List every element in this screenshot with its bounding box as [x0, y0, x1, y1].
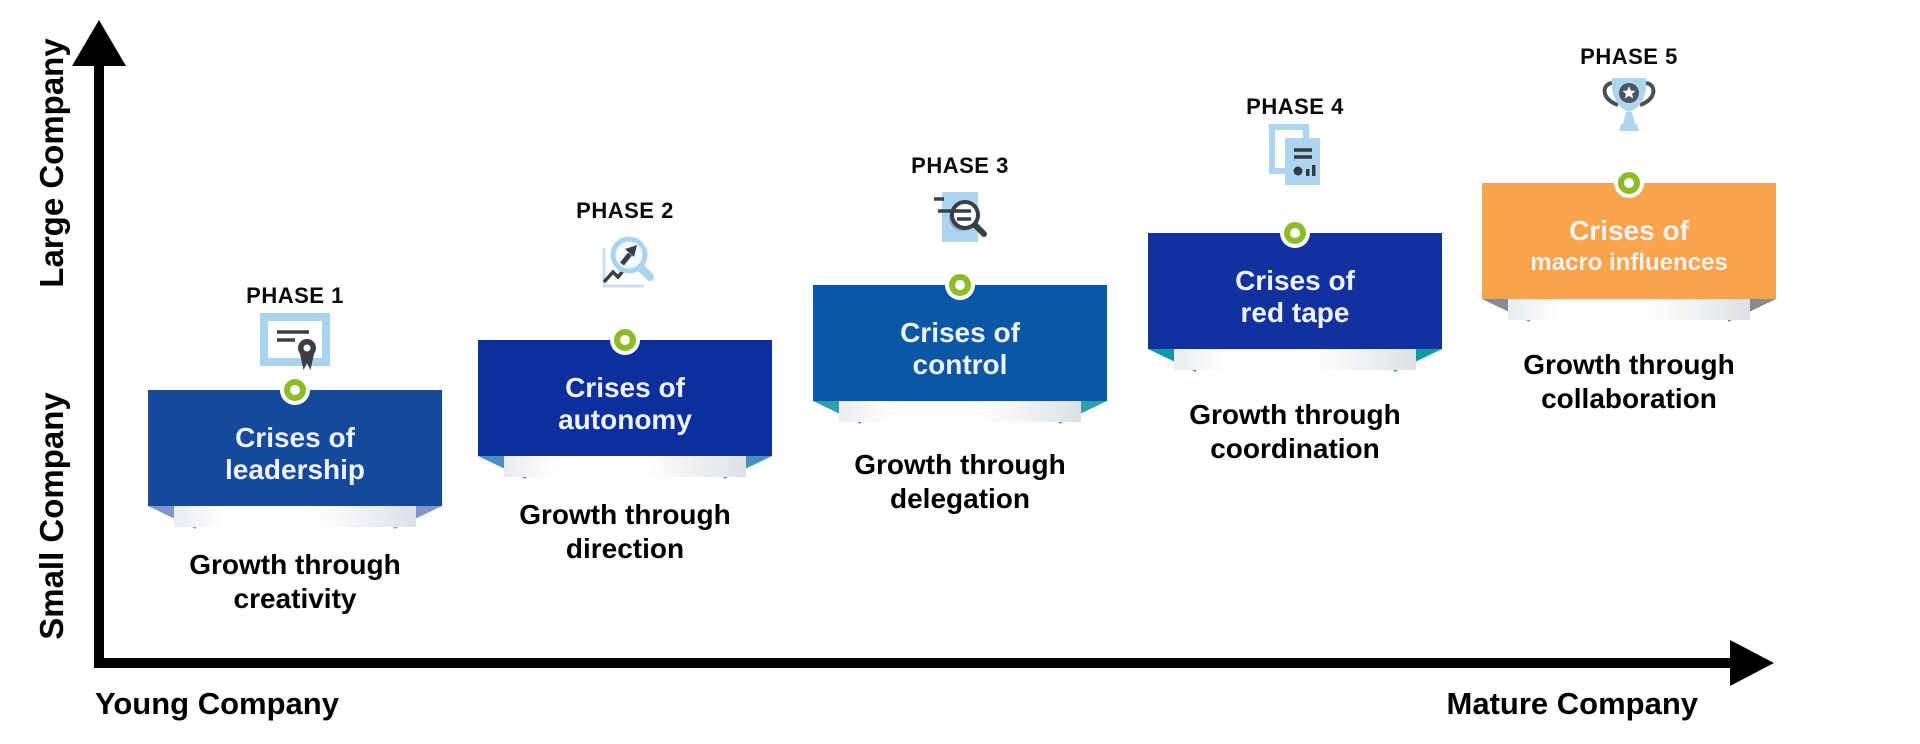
phase-2-crisis-banner: Crises of autonomy	[478, 340, 772, 456]
phase-4-marker-dot	[1280, 218, 1310, 248]
phase-4-crisis-banner: Crises of red tape	[1148, 233, 1442, 349]
document-search-icon	[813, 186, 1107, 248]
phase-5-label: PHASE 5	[1580, 44, 1678, 69]
y-axis-arrowhead-icon	[72, 20, 126, 66]
phase-1-ribbon-fold	[148, 506, 442, 529]
phase-4-crisis-text: Crises of	[1235, 265, 1355, 296]
x-axis-label-young-company: Young Company	[95, 686, 339, 721]
phase-2-crisis-text: Crises of	[565, 372, 685, 403]
phase-3-crisis-text: Crises of	[900, 317, 1020, 348]
phase-1-column: PHASE 1 Crises of leadership Growth thro…	[148, 0, 442, 744]
growth-magnifier-icon	[478, 230, 772, 294]
phase-5-growth-text: Growth through collaboration	[1523, 349, 1735, 414]
phase-2-ribbon-fold	[478, 456, 772, 479]
phase-3-growth-text: Growth through delegation	[854, 449, 1066, 514]
phase-4-column: PHASE 4 Crises of red tape Growth throug…	[1148, 0, 1442, 744]
trophy-icon	[1482, 72, 1776, 138]
phase-1-growth-text: Growth through creativity	[189, 549, 401, 614]
phase-5-column: PHASE 5 Crises of macro influences Growt…	[1482, 0, 1776, 744]
phase-1-label: PHASE 1	[246, 283, 344, 308]
phase-3-marker-dot	[945, 270, 975, 300]
certificate-icon	[148, 310, 442, 372]
phase-5-ribbon-fold	[1482, 299, 1776, 322]
phase-5-crisis-text: Crises of	[1569, 215, 1689, 246]
phase-2-label: PHASE 2	[576, 198, 674, 223]
phase-2-column: PHASE 2 Crises of autonomy Growth throug…	[478, 0, 772, 744]
y-axis-label-large-company: Large Company	[33, 38, 70, 288]
x-axis-line	[94, 658, 1736, 668]
phase-2-growth-text: Growth through direction	[519, 499, 731, 564]
documents-icon	[1148, 122, 1442, 192]
x-axis-label-mature-company: Mature Company	[1446, 686, 1698, 721]
phase-1-crisis-text: Crises of	[235, 422, 355, 453]
phase-5-marker-dot	[1614, 168, 1644, 198]
phase-3-column: PHASE 3 Crises of control Growth through	[813, 0, 1107, 744]
phase-4-ribbon-fold	[1148, 349, 1442, 372]
phase-2-marker-dot	[610, 325, 640, 355]
phase-4-label: PHASE 4	[1246, 94, 1344, 119]
y-axis-line	[94, 54, 104, 668]
phase-5-crisis-banner: Crises of macro influences	[1482, 183, 1776, 299]
phase-3-crisis-banner: Crises of control	[813, 285, 1107, 401]
phase-1-marker-dot	[280, 375, 310, 405]
phase-4-growth-text: Growth through coordination	[1189, 399, 1401, 464]
phase-1-crisis-banner: Crises of leadership	[148, 390, 442, 506]
phase-3-label: PHASE 3	[911, 153, 1009, 178]
x-axis-arrowhead-icon	[1730, 640, 1774, 686]
phase-3-ribbon-fold	[813, 401, 1107, 424]
y-axis-label-small-company: Small Company	[33, 392, 70, 640]
